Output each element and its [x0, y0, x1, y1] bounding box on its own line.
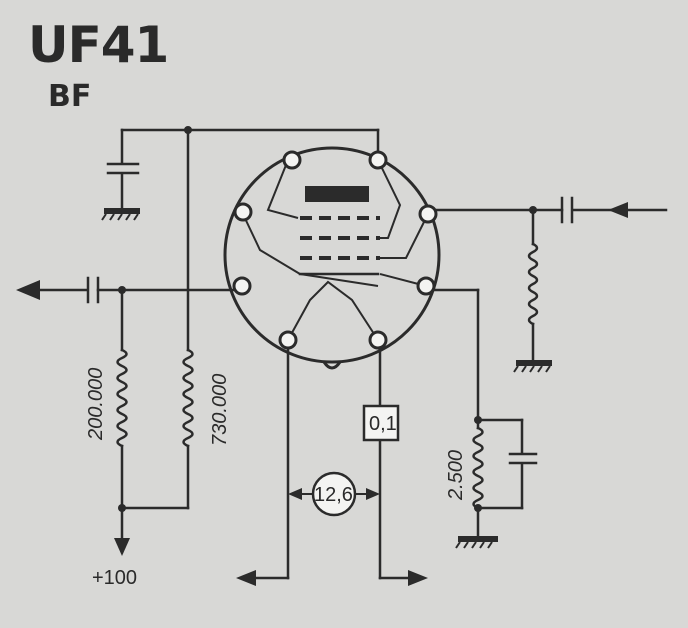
decoupling-capacitor	[106, 128, 140, 210]
tube-pins	[232, 150, 438, 350]
tube-subtitle: BF	[48, 79, 91, 114]
ground-symbol-cathode	[455, 536, 498, 549]
cathode-network	[432, 288, 538, 538]
pin-1	[282, 150, 302, 170]
pin-2	[368, 150, 388, 170]
heater-voltage-indicator: 12,6	[288, 471, 380, 517]
capacitor-box: 0,1	[362, 404, 400, 442]
capacitor-box-label: 0,1	[369, 413, 397, 435]
ground-symbol-right	[513, 360, 552, 373]
pin-5	[232, 276, 252, 296]
pin-4	[418, 204, 438, 224]
tube-title: UF41	[28, 16, 168, 74]
screen-resistor	[120, 128, 194, 510]
ground-symbol-top-left	[101, 208, 140, 221]
pin-3	[233, 202, 253, 222]
heater-voltage-label: 12,6	[314, 484, 353, 506]
tube-electrodes	[241, 159, 429, 341]
tube-envelope	[223, 146, 441, 370]
screen-resistor-label: 730.000	[209, 374, 231, 446]
output-arrow	[16, 276, 236, 304]
grid-resistor	[527, 208, 539, 362]
input-arrow	[434, 196, 668, 224]
anode-plate	[305, 186, 369, 202]
anode-resistor-label: 200.000	[85, 368, 107, 441]
cathode-resistor-label: 2.500	[445, 450, 467, 501]
pin-7	[278, 330, 298, 350]
pin-8	[368, 330, 388, 350]
supply-voltage-label: +100	[92, 567, 137, 589]
pin-6	[416, 276, 436, 296]
heater-leads	[236, 346, 428, 586]
anode-resistor	[114, 288, 130, 556]
